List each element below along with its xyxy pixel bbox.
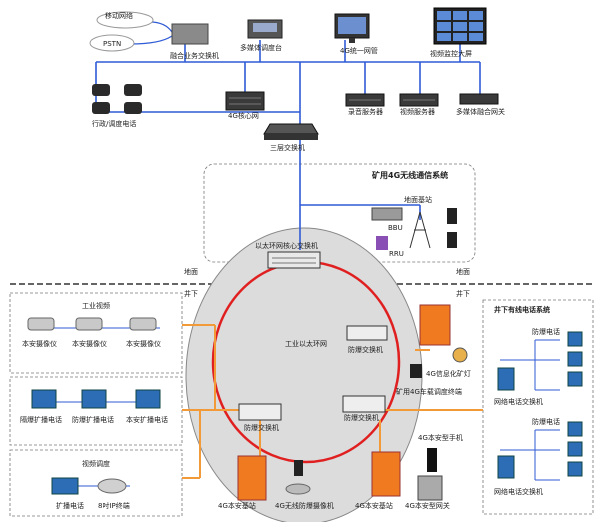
camera-icons bbox=[27, 317, 157, 331]
wireless-camera-label: 4G无线防爆摄像机 bbox=[275, 501, 334, 510]
console-label: 多媒体调度台 bbox=[240, 43, 282, 52]
phone-label-1: 隔爆扩播电话 bbox=[20, 415, 62, 424]
rru-icon bbox=[376, 236, 388, 250]
multimedia-gateway-icon bbox=[459, 93, 499, 105]
video-server-label: 视频服务器 bbox=[400, 107, 435, 116]
office-phones-icon bbox=[92, 84, 142, 114]
cam-label-1: 本安摄像仪 bbox=[22, 339, 57, 348]
handset-icon-b bbox=[447, 232, 457, 248]
video-wall-label: 视频监控大屏 bbox=[430, 49, 472, 58]
rru-label: RRU bbox=[389, 250, 404, 258]
exchange-top-label: 网络电话交换机 bbox=[494, 397, 543, 406]
recording-server-icon bbox=[345, 93, 385, 107]
l3-switch-label: 三层交换机 bbox=[270, 143, 305, 152]
ground-left-label: 地面 bbox=[184, 267, 198, 276]
industrial-video-label: 工业视频 bbox=[82, 301, 110, 310]
exchange-icon-top bbox=[497, 367, 515, 391]
explosion-switch-1-icon bbox=[346, 325, 388, 341]
phone-region-box bbox=[9, 376, 183, 446]
monitor-icon bbox=[334, 13, 370, 43]
video-phone-icon bbox=[51, 477, 79, 495]
explosion-phone-icons bbox=[31, 389, 161, 409]
base-station-1-label: 4G本安基站 bbox=[218, 501, 256, 510]
lamp-label: 4G信息化矿灯 bbox=[426, 369, 471, 378]
station-label: 地面基站 bbox=[404, 195, 432, 204]
video-server-icon bbox=[399, 93, 439, 107]
fusion-switch-icon bbox=[171, 23, 209, 45]
underground-right-label: 井下 bbox=[456, 289, 470, 298]
exchange-icon-bottom bbox=[497, 455, 515, 479]
cabinet-icon-left bbox=[237, 455, 267, 501]
core-switch-icon bbox=[267, 251, 321, 269]
cabinet-icon-mid bbox=[371, 451, 401, 497]
explosion-switch-2-icon bbox=[238, 403, 282, 421]
l3-switch-icon bbox=[263, 123, 319, 140]
explosion-switch-2-label: 防爆交换机 bbox=[244, 423, 279, 432]
video-dispatch-label: 视频调度 bbox=[82, 459, 110, 468]
core-switch-label: 以太环网核心交换机 bbox=[255, 241, 318, 250]
vehicle-terminal-icon bbox=[410, 364, 422, 378]
antenna-tower-icon bbox=[409, 211, 431, 249]
video-wall-icon bbox=[433, 7, 487, 45]
lamp-icon bbox=[452, 347, 468, 363]
recording-server-label: 录音服务器 bbox=[348, 107, 383, 116]
wired-system-title: 井下有线电话系统 bbox=[494, 305, 550, 314]
dispatch-console-icon bbox=[247, 19, 283, 39]
cabinet-icon-right bbox=[419, 304, 451, 346]
explosion-switch-3-icon bbox=[342, 395, 386, 413]
cpe-label: 4G本安型网关 bbox=[405, 501, 450, 510]
handset-label: 4G本安型手机 bbox=[418, 433, 463, 442]
base-station-2-label: 4G本安基站 bbox=[355, 501, 393, 510]
cam-label-2: 本安摄像仪 bbox=[72, 339, 107, 348]
pstn-label: PSTN bbox=[103, 40, 121, 48]
phone-label-2: 防爆扩播电话 bbox=[72, 415, 114, 424]
vehicle-terminal-label: 矿用4G车载调度终端 bbox=[396, 387, 462, 396]
multimedia-gateway-label: 多媒体融合网关 bbox=[456, 107, 505, 116]
fusion-switch-label: 融合业务交换机 bbox=[170, 51, 219, 60]
gateway-label: 4G统一网管 bbox=[340, 46, 378, 55]
underground-left-label: 井下 bbox=[184, 289, 198, 298]
core-network-label: 4G核心网 bbox=[228, 111, 259, 120]
mobile-network-label: 移动网络 bbox=[105, 11, 133, 20]
small-handset-icon bbox=[294, 460, 303, 476]
handset-icon-a bbox=[447, 208, 457, 224]
cam-label-3: 本安摄像仪 bbox=[126, 339, 161, 348]
bbu-label: BBU bbox=[388, 224, 403, 232]
video-phone-label: 扩播电话 bbox=[56, 501, 84, 510]
ground-right-label: 地面 bbox=[456, 267, 470, 276]
core-network-rack-icon bbox=[225, 91, 265, 111]
cpe-icon bbox=[417, 475, 443, 501]
explosion-switch-3-label: 防爆交换机 bbox=[344, 413, 379, 422]
phone-bottom-label: 防爆电话 bbox=[532, 417, 560, 426]
wired-phone-region-box bbox=[482, 299, 594, 515]
office-phones-label: 行政/调度电话 bbox=[92, 119, 136, 128]
mobile-network-cloud bbox=[96, 11, 154, 29]
phone-top-label: 防爆电话 bbox=[532, 327, 560, 336]
dispatch-pad-icon bbox=[97, 478, 127, 494]
exchange-bottom-label: 网络电话交换机 bbox=[494, 487, 543, 496]
ring-label: 工业以太环网 bbox=[285, 339, 327, 348]
phone-label-3: 本安扩播电话 bbox=[126, 415, 168, 424]
4g-handset-icon bbox=[427, 448, 437, 472]
pstn-cloud bbox=[89, 34, 135, 52]
video-region-box bbox=[9, 292, 183, 374]
dispatch-pad-label: 8吋IP终端 bbox=[98, 501, 130, 510]
wired-phone-icons bbox=[567, 331, 583, 477]
ethernet-links bbox=[95, 36, 481, 250]
bbu-device-icon bbox=[371, 207, 403, 221]
dispatch-region-box bbox=[9, 449, 183, 517]
system-title: 矿用4G无线通信系统 bbox=[372, 170, 448, 180]
wireless-camera-icon bbox=[285, 483, 311, 495]
explosion-switch-1-label: 防爆交换机 bbox=[348, 345, 383, 354]
